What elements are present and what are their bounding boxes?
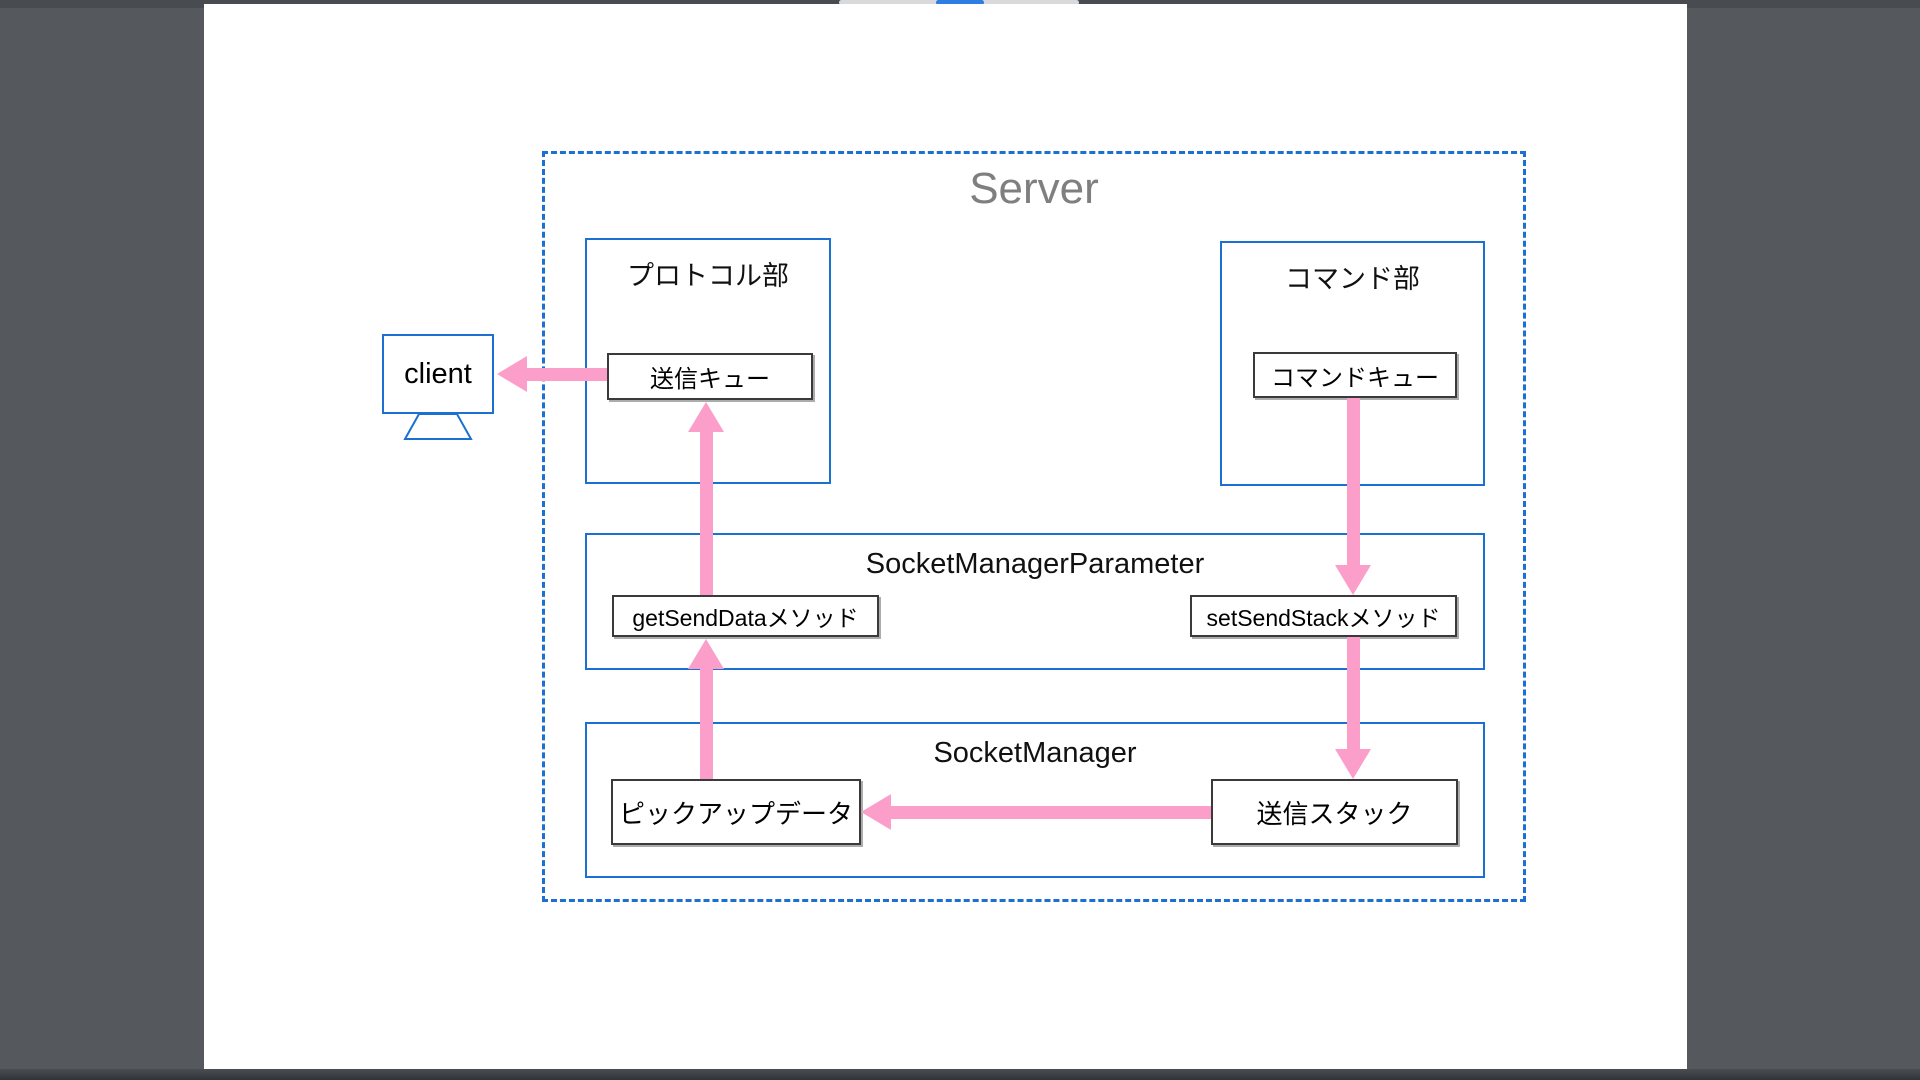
pickup-data-label: ピックアップデータ [618,798,853,829]
arrow-sendstack-to-pickupdata-shaft [891,806,1211,819]
arrow-setsendstack-to-sendstack-head [1335,749,1371,779]
horizontal-scrollbar-thumb[interactable] [936,0,984,5]
send-queue-box: 送信キュー [607,353,813,400]
bottom-chrome-bar [0,1069,1920,1080]
set-send-stack-method-label: setSendStackメソッド [1206,605,1441,631]
send-stack-label: 送信スタック [1256,798,1413,829]
protocol-section-title: プロトコル部 [627,261,789,291]
server-group-box [542,151,1526,902]
command-section-title: コマンド部 [1285,264,1420,294]
arrow-sendstack-to-pickupdata-head [861,794,891,830]
client-label: client [404,357,472,390]
command-queue-label: コマンドキュー [1271,364,1439,392]
arrow-pickupdata-to-getsenddata-head [688,639,724,669]
arrow-getsenddata-to-sendqueue-head [688,402,724,432]
send-queue-label: 送信キュー [650,366,770,393]
socket-manager-parameter-title: SocketManagerParameter [865,548,1205,580]
arrow-setsendstack-to-sendstack-shaft [1347,637,1360,749]
socket-manager-title: SocketManager [933,737,1137,769]
send-stack-box: 送信スタック [1211,779,1458,845]
client-monitor-stand-icon [403,413,473,440]
horizontal-scrollbar-track[interactable] [839,0,1079,5]
get-send-data-method-label: getSendDataメソッド [632,605,859,631]
slide-canvas: Server client プロトコル部 送信キュー コマンド部 コマンドキュー… [204,4,1687,1069]
arrow-sendqueue-to-client-shaft [527,368,607,381]
command-queue-box: コマンドキュー [1253,352,1457,398]
pickup-data-box: ピックアップデータ [611,779,861,845]
client-box: client [382,334,494,414]
arrow-commandqueue-to-setsendstack-shaft [1347,398,1360,565]
server-title: Server [969,164,1099,213]
arrow-sendqueue-to-client-head [497,356,527,392]
get-send-data-method-box: getSendDataメソッド [612,595,879,637]
arrow-commandqueue-to-setsendstack-head [1335,565,1371,595]
set-send-stack-method-box: setSendStackメソッド [1190,595,1457,637]
arrow-getsenddata-to-sendqueue-shaft [700,432,713,595]
arrow-pickupdata-to-getsenddata-shaft [700,669,713,779]
